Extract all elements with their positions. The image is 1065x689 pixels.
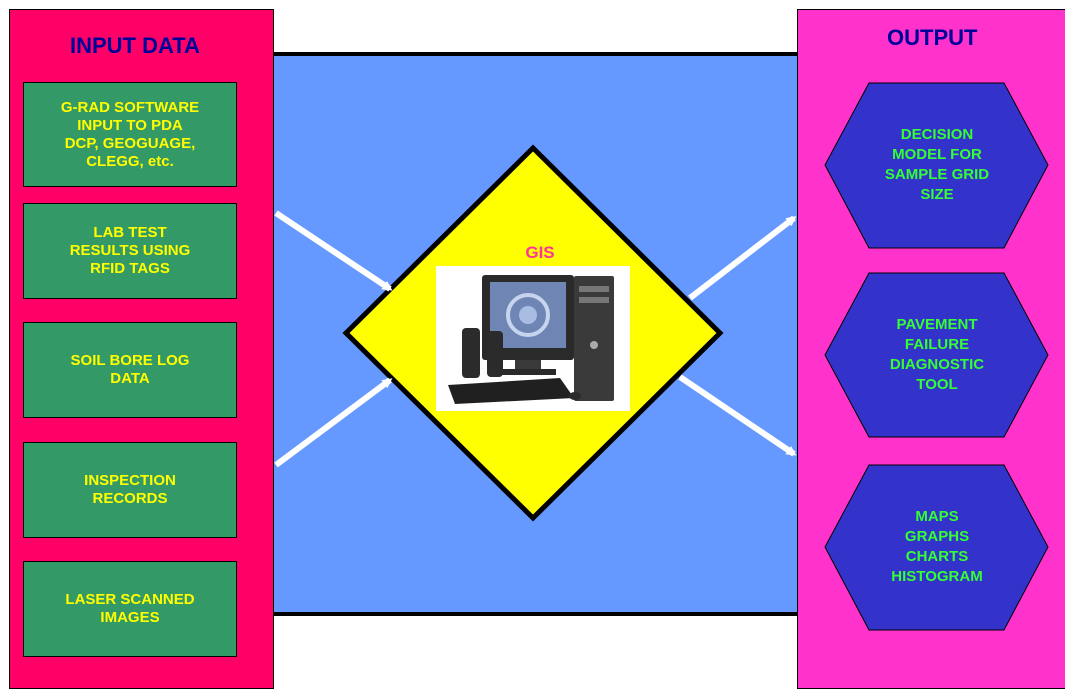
arrow-input-upper	[276, 213, 390, 289]
arrow-output-upper	[690, 218, 794, 298]
output-item-maps-graphs: MAPS GRAPHS CHARTS HISTOGRAM	[862, 507, 1012, 587]
gis-label: GIS	[510, 243, 570, 263]
desktop-computer-icon	[436, 266, 630, 411]
arrow-input-lower	[276, 380, 390, 465]
arrow-output-lower	[680, 377, 794, 454]
output-item-decision-model: DECISION MODEL FOR SAMPLE GRID SIZE	[862, 125, 1012, 205]
output-item-pavement-failure: PAVEMENT FAILURE DIAGNOSTIC TOOL	[862, 315, 1012, 395]
